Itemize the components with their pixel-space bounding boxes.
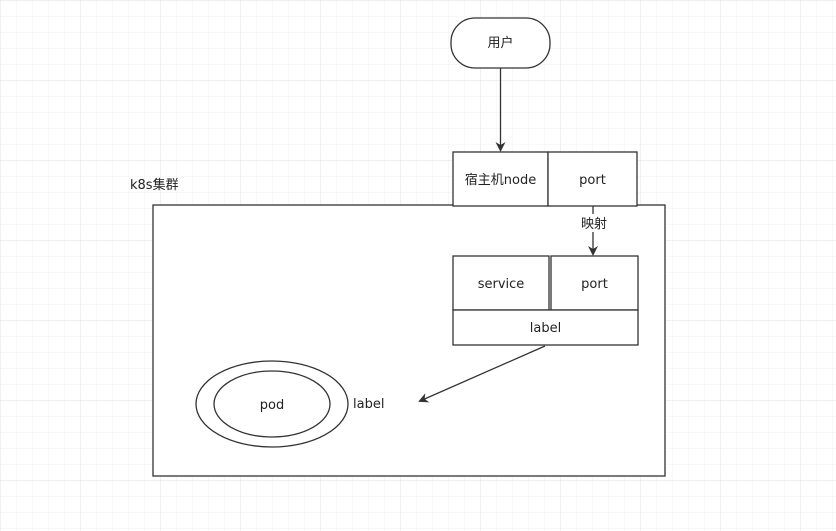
service-box[interactable]	[452, 255, 550, 311]
host-node-label: 宿主机node	[465, 172, 536, 188]
service-label: service	[478, 277, 525, 292]
host-node-box[interactable]	[452, 151, 549, 207]
service-label-row-text: label	[530, 321, 561, 336]
pod-outer-ellipse[interactable]	[195, 360, 349, 448]
host-node-port-box[interactable]	[547, 151, 638, 207]
service-port-box[interactable]	[550, 255, 639, 311]
pod-label: pod	[260, 398, 284, 413]
selector-arrow	[418, 345, 546, 403]
user-node-label: 用户	[487, 35, 513, 51]
host-node-port-label: port	[579, 173, 606, 188]
service-label-row[interactable]	[452, 309, 639, 346]
service-port-label: port	[581, 277, 608, 292]
pod-inner-ellipse	[213, 370, 331, 438]
cluster-label: k8s集群	[130, 177, 179, 193]
pod-selector-label: label	[353, 397, 384, 412]
mapping-label-bg	[578, 214, 608, 232]
mapping-label: 映射	[581, 216, 607, 232]
